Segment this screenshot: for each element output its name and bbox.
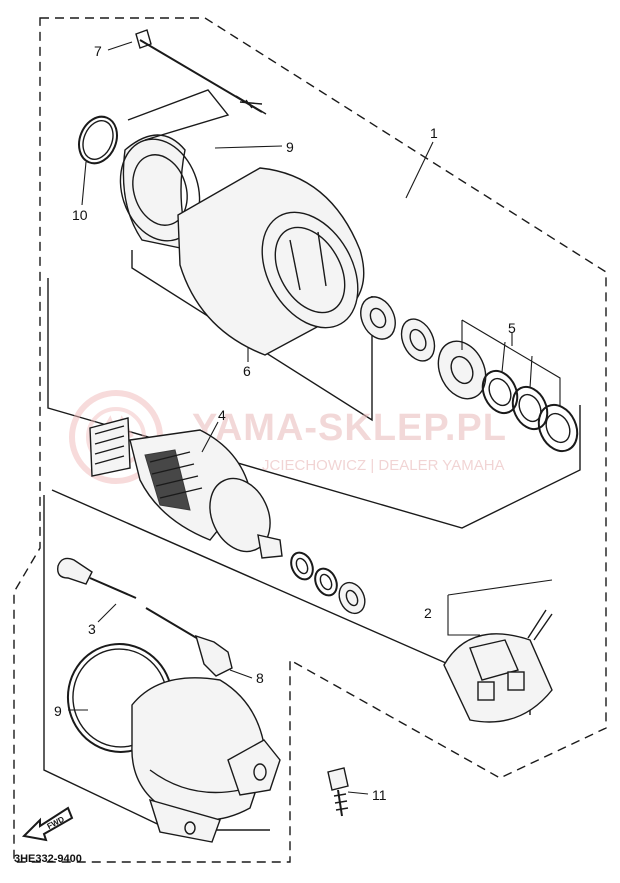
part-5-washer-set <box>437 319 579 453</box>
callout-5: 5 <box>508 320 516 336</box>
part-4-armature <box>89 417 283 559</box>
callout-9-bottom: 9 <box>54 703 62 719</box>
part-rear-cover <box>131 677 281 843</box>
part-bearing <box>360 296 396 340</box>
assembly-boundary <box>13 17 607 863</box>
callout-3: 3 <box>88 621 96 637</box>
callout-6: 6 <box>243 363 251 379</box>
part-8-terminal-lead <box>145 607 253 679</box>
part-11-bolt <box>327 767 369 817</box>
callout-4: 4 <box>218 407 226 423</box>
part-1-yoke <box>177 141 434 356</box>
watermark: YAMA-SKLEP.PL JCIECHOWICZ | DEALER YAMAH… <box>69 390 507 484</box>
part-armature-washers <box>290 551 366 615</box>
watermark-title: YAMA-SKLEP.PL <box>192 407 507 449</box>
part-3-lead-wire <box>57 557 137 623</box>
part-7-through-bolt <box>107 29 267 115</box>
svg-text:FWD: FWD <box>46 814 67 831</box>
callout-10: 10 <box>72 207 88 223</box>
part-seal <box>400 318 436 362</box>
callout-11: 11 <box>372 787 387 803</box>
callout-8: 8 <box>256 670 264 686</box>
part-2-brush-holder <box>443 579 553 723</box>
callout-9-top: 9 <box>286 139 294 155</box>
diagram-code: 3HE332-9400 <box>14 853 82 865</box>
part-9-front-cover <box>119 89 283 251</box>
subassembly-outline-lower <box>43 495 270 831</box>
watermark-subtitle: JCIECHOWICZ | DEALER YAMAHA <box>262 457 505 474</box>
part-10-o-ring <box>78 115 118 206</box>
callout-7: 7 <box>94 43 102 59</box>
callout-1: 1 <box>430 125 438 141</box>
fwd-arrow-icon: FWD <box>21 806 74 842</box>
callout-2: 2 <box>424 605 432 621</box>
subassembly-outline-6 <box>47 278 581 529</box>
